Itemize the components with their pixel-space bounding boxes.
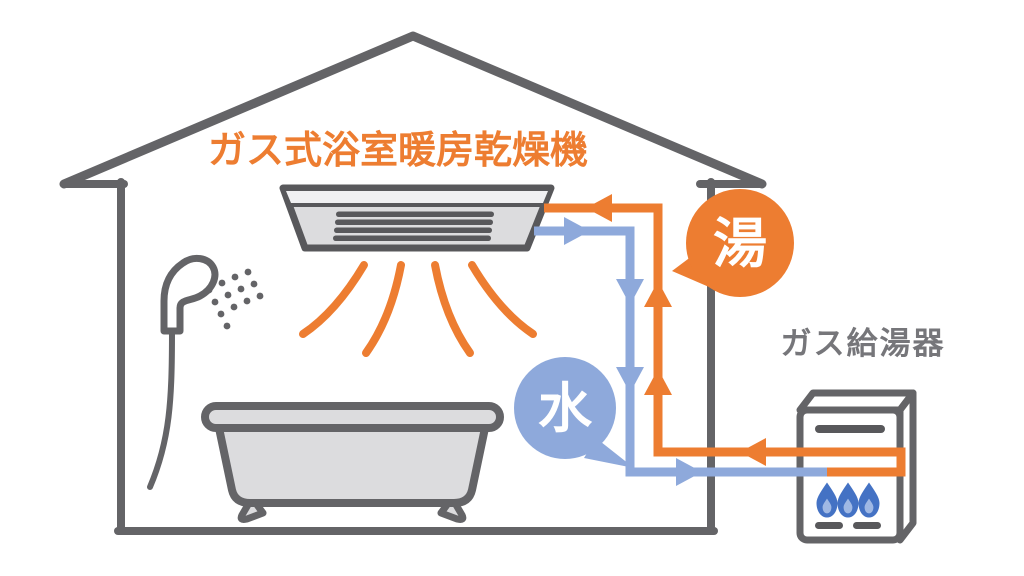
orange-arrow-left-icon [740, 438, 766, 466]
heater-bottom-bar-right [853, 522, 881, 529]
shower-head-icon [147, 254, 264, 490]
tub-rim [201, 402, 504, 432]
hot-water-bubble: 湯 [672, 189, 794, 297]
tub-right-foot [437, 494, 467, 523]
orange-arrow-up-icon [644, 281, 672, 307]
roof [59, 31, 767, 189]
bathtub-icon [201, 402, 504, 523]
shower-hose [147, 327, 175, 490]
tub-body [215, 424, 489, 507]
blue-arrow-down-icon [616, 279, 644, 305]
bath-heater-unit [279, 184, 555, 252]
gas-flame-icon [816, 482, 838, 518]
water-heater-label: ガス給湯器 [781, 326, 946, 362]
blue-arrow-right-icon [564, 217, 590, 245]
hot-bubble-circle [686, 189, 794, 297]
gas-water-heater [796, 389, 917, 544]
blue-arrow-right-icon [676, 458, 702, 486]
heater-bottom-bar-left [815, 522, 843, 529]
cold-water-bubble: 水 [514, 357, 634, 468]
warm-airflow-lines [299, 261, 537, 357]
cold-bubble-label: 水 [538, 377, 593, 440]
unit-top-band [286, 191, 548, 203]
heater-vent-bar [815, 425, 885, 433]
gas-flame-icon [837, 482, 859, 518]
unit-vent-slats [333, 211, 494, 241]
hot-water-pipe [544, 194, 906, 477]
tub-left-foot [237, 494, 267, 523]
cold-water-pipe [534, 217, 828, 486]
shower-spray-dots [205, 268, 264, 330]
gas-flame-icon [858, 482, 880, 518]
hot-bubble-label: 湯 [713, 212, 767, 275]
orange-arrow-left-icon [586, 194, 612, 222]
diagram-title: ガス式浴室暖房乾燥機 [208, 128, 588, 172]
orange-arrow-up-icon [644, 369, 672, 395]
blue-arrow-down-icon [616, 367, 644, 393]
shower-head [160, 254, 219, 335]
cold-bubble-circle [514, 357, 616, 459]
